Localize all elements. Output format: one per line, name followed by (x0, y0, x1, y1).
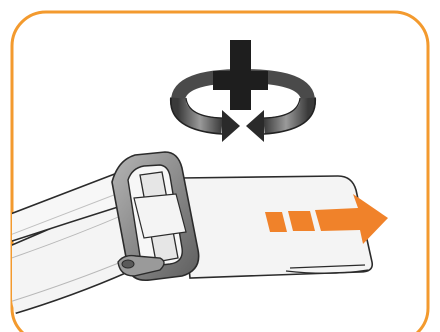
pull-direction-arrow-icon (265, 194, 388, 244)
strap-illustration (12, 151, 388, 320)
strap-buckle (111, 151, 200, 282)
orange-frame (10, 10, 430, 332)
tighten-rotate-icon (169, 40, 317, 142)
